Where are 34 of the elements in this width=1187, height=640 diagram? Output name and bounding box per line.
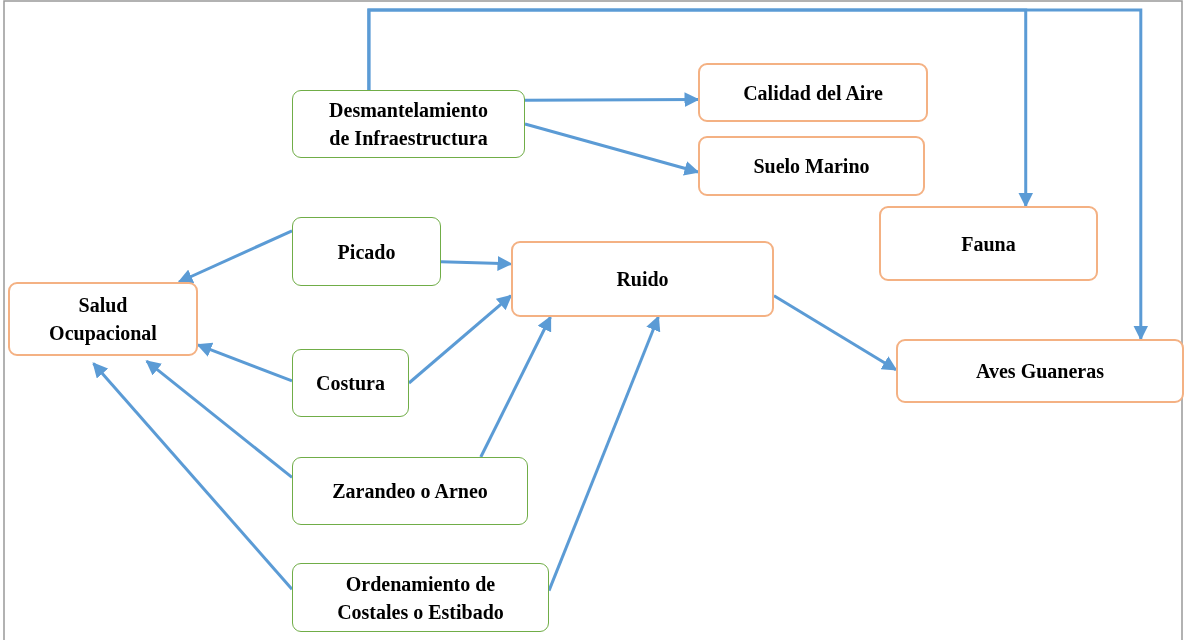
arrow <box>440 255 513 271</box>
node-label: Costura <box>316 371 385 396</box>
process-box <box>698 63 928 122</box>
process-box <box>292 217 441 286</box>
process-box <box>511 241 774 317</box>
node-label: Zarandeo o Arneo <box>332 479 488 504</box>
arrow <box>773 294 898 371</box>
process-box <box>879 206 1098 281</box>
arrow <box>145 360 293 479</box>
node-label: Ruido <box>616 267 669 292</box>
node-label: Picado <box>337 239 396 265</box>
arrow <box>524 122 700 176</box>
node-label: Ordenamiento de Costales o Estibado <box>336 571 505 625</box>
node-label: Aves Guaneras <box>976 359 1104 384</box>
process-box <box>292 90 525 158</box>
node-label: Calidad del Aire <box>743 80 883 106</box>
process-box <box>8 282 198 356</box>
arrow <box>547 315 661 592</box>
arrow <box>408 294 513 385</box>
arrow <box>92 362 294 591</box>
process-box <box>896 339 1184 403</box>
arrow <box>177 229 293 284</box>
arrow <box>525 92 700 108</box>
process-box <box>292 457 528 525</box>
arrow <box>367 8 1149 341</box>
process-box <box>698 136 925 196</box>
arrow <box>196 342 293 383</box>
node-label: Fauna <box>961 231 1016 257</box>
process-box <box>292 349 409 417</box>
arrow <box>479 315 552 458</box>
process-box <box>292 563 549 632</box>
node-label: Salud Ocupacional <box>48 293 158 347</box>
node-label: Desmantelamiento de Infraestructura <box>328 98 489 151</box>
node-label: Suelo Marino <box>753 154 870 179</box>
